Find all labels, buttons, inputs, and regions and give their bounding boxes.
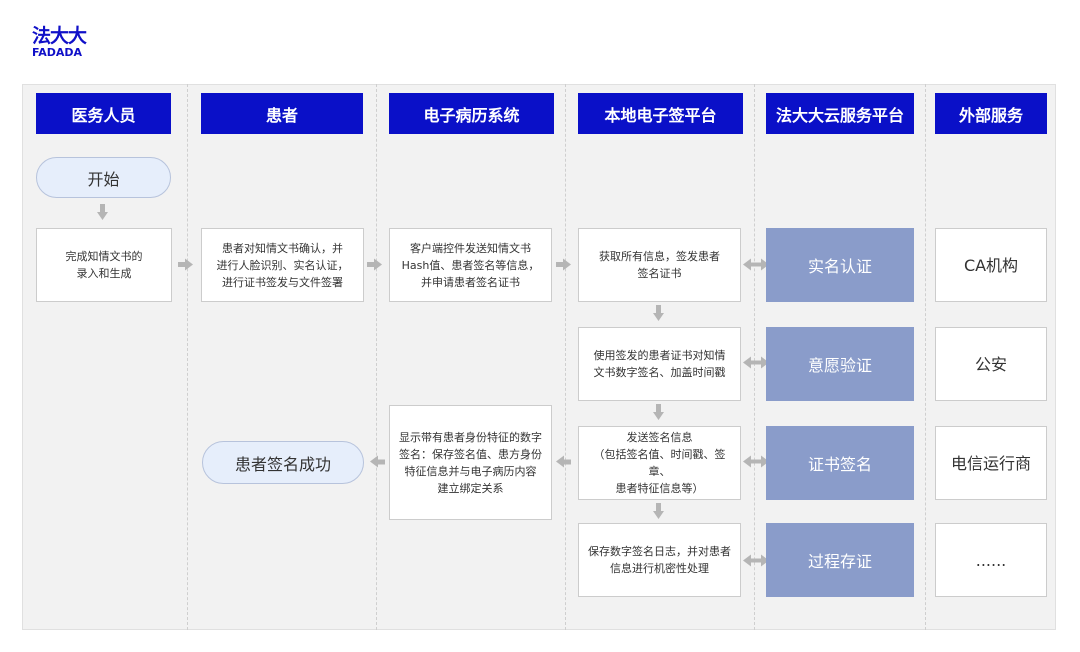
- lane-header-external-services: 外部服务: [935, 93, 1047, 134]
- staff-create-document-step: 完成知情文书的录入和生成: [36, 228, 172, 302]
- arrow-left: [556, 455, 571, 468]
- logo-chinese-text: 法大大: [32, 25, 87, 47]
- logo-english-text: FADADA: [32, 46, 83, 59]
- lane-header-local-sign-platform: 本地电子签平台: [578, 93, 743, 134]
- start-node: 开始: [36, 157, 171, 198]
- lane-header-emr-system: 电子病历系统: [389, 93, 554, 134]
- external-more: ......: [935, 523, 1047, 597]
- arrow-double: [743, 258, 769, 271]
- local-digital-signature-step: 使用签发的患者证书对知情文书数字签名、加盖时间戳: [578, 327, 741, 401]
- emr-display-signature-step: 显示带有患者身份特征的数字签名：保存签名值、患方身份特征信息并与电子病历内容建立…: [389, 405, 552, 520]
- cloud-intent-verification: 意愿验证: [766, 327, 914, 401]
- arrow-right: [178, 258, 193, 271]
- external-telecom-operator: 电信运行商: [935, 426, 1047, 500]
- lane-header-medical-staff: 医务人员: [36, 93, 171, 134]
- lane-divider: [565, 84, 566, 630]
- arrow-down: [653, 305, 664, 321]
- patient-sign-success-node: 患者签名成功: [202, 441, 364, 484]
- arrow-right: [367, 258, 382, 271]
- external-public-security: 公安: [935, 327, 1047, 401]
- arrow-double: [743, 356, 769, 369]
- local-save-signature-log-step: 保存数字签名日志，并对患者信息进行机密性处理: [578, 523, 741, 597]
- lane-divider: [187, 84, 188, 630]
- lane-divider: [925, 84, 926, 630]
- cloud-certificate-signing: 证书签名: [766, 426, 914, 500]
- local-send-signature-info-step: 发送签名信息（包括签名值、时间戳、签章、患者特征信息等）: [578, 426, 741, 500]
- local-issue-certificate-step: 获取所有信息，签发患者签名证书: [578, 228, 741, 302]
- patient-confirm-step: 患者对知情文书确认，并进行人脸识别、实名认证，进行证书签发与文件签署: [201, 228, 364, 302]
- arrow-double: [743, 554, 769, 567]
- lane-header-patient: 患者: [201, 93, 363, 134]
- cloud-real-name-auth: 实名认证: [766, 228, 914, 302]
- arrow-down: [653, 503, 664, 519]
- external-ca-authority: CA机构: [935, 228, 1047, 302]
- arrow-down: [97, 204, 108, 220]
- lane-header-fadada-cloud: 法大大云服务平台: [766, 93, 914, 134]
- arrow-left: [370, 455, 385, 468]
- arrow-down: [653, 404, 664, 420]
- arrow-double: [743, 455, 769, 468]
- lane-divider: [376, 84, 377, 630]
- arrow-right: [556, 258, 571, 271]
- cloud-process-evidence: 过程存证: [766, 523, 914, 597]
- lane-divider: [754, 84, 755, 630]
- fadada-logo: 法大大 FADADA: [32, 25, 87, 59]
